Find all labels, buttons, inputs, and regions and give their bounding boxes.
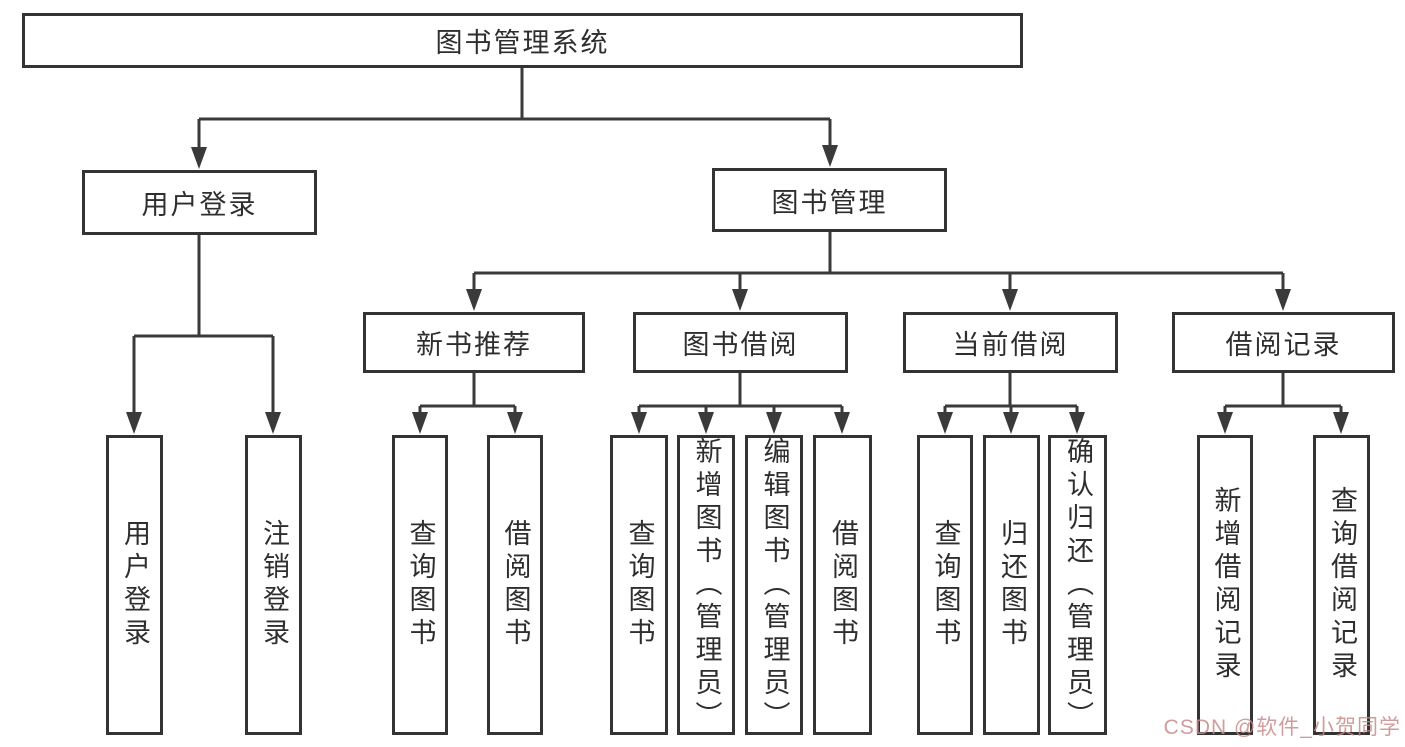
node-label: 查询图书 — [405, 519, 436, 651]
node-book-borrow: 图书借阅 — [633, 312, 848, 373]
node-label: 编辑图书（管理员） — [759, 436, 790, 734]
leaf-borrow-books: 借阅图书 — [813, 435, 872, 735]
node-label: 当前借阅 — [952, 330, 1069, 360]
leaf-recommend-query-books: 查询图书 — [392, 435, 448, 735]
node-current-borrow: 当前借阅 — [903, 312, 1118, 373]
node-borrow-records: 借阅记录 — [1172, 312, 1395, 373]
leaf-add-books-admin: 新增图书（管理员） — [677, 435, 735, 735]
leaf-user-login: 用户登录 — [106, 435, 163, 735]
node-label: 借阅记录 — [1225, 330, 1342, 360]
node-label: 确认归还（管理员） — [1063, 436, 1093, 734]
leaf-confirm-return-admin: 确认归还（管理员） — [1048, 435, 1107, 735]
node-label: 新书推荐 — [416, 330, 532, 360]
csdn-watermark: CSDN @软件_小贺同学 — [1163, 716, 1401, 739]
node-label: 用户登录 — [120, 519, 150, 651]
leaf-current-query-books: 查询图书 — [917, 435, 973, 735]
node-label: 新增图书（管理员） — [691, 436, 722, 734]
leaf-borrow-query-books: 查询图书 — [610, 435, 668, 735]
leaf-query-borrow-record: 查询借阅记录 — [1313, 435, 1370, 735]
node-label: 借阅图书 — [828, 519, 858, 651]
node-label: 新增借阅记录 — [1210, 486, 1241, 684]
node-label: 图书管理系统 — [435, 28, 610, 58]
node-new-book-recommend: 新书推荐 — [363, 312, 585, 373]
leaf-return-books: 归还图书 — [983, 435, 1040, 735]
leaf-recommend-borrow-books: 借阅图书 — [487, 435, 543, 735]
node-book-management-module: 图书管理 — [712, 168, 947, 232]
node-label: 查询图书 — [930, 519, 961, 651]
leaf-edit-books-admin: 编辑图书（管理员） — [745, 435, 803, 735]
node-label: 用户登录 — [141, 190, 258, 220]
leaf-logout: 注销登录 — [245, 435, 302, 735]
node-user-login-module: 用户登录 — [82, 170, 317, 235]
node-label: 查询图书 — [624, 519, 655, 651]
node-root-system: 图书管理系统 — [22, 13, 1023, 68]
node-label: 归还图书 — [997, 519, 1027, 651]
node-label: 借阅图书 — [500, 519, 531, 651]
node-label: 查询借阅记录 — [1327, 486, 1357, 684]
leaf-add-borrow-record: 新增借阅记录 — [1197, 435, 1253, 735]
node-label: 图书借阅 — [682, 330, 799, 360]
node-label: 图书管理 — [771, 187, 888, 218]
node-label: 注销登录 — [259, 519, 289, 651]
